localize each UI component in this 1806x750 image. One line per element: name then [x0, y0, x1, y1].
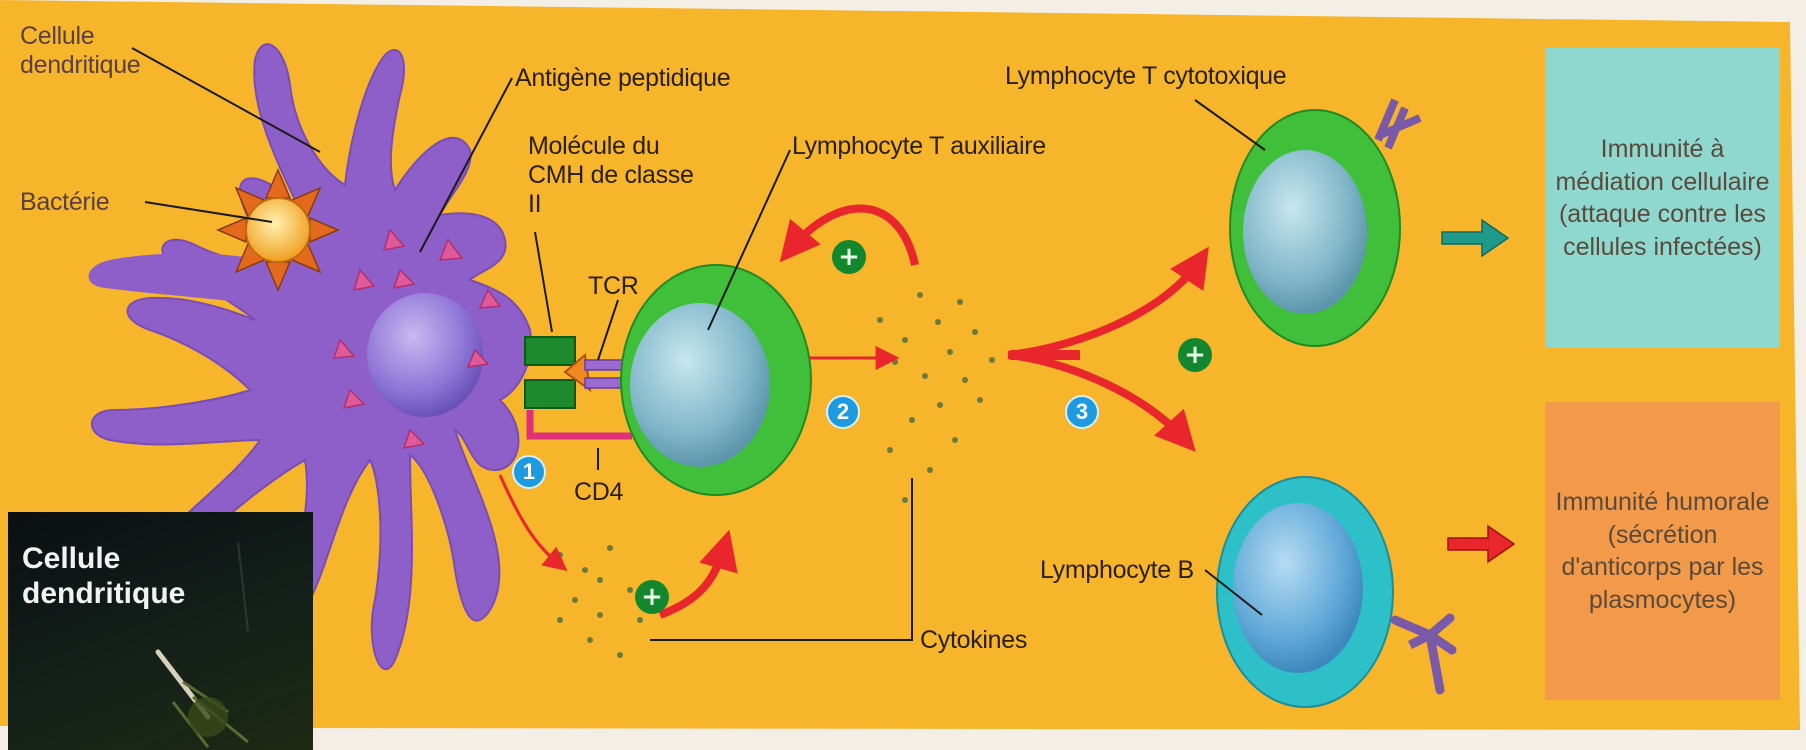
- step-3-badge: 3: [1065, 395, 1099, 429]
- label-mhc-molecule: Molécule du CMH de classe II: [528, 132, 703, 218]
- label-helper-t-cell: Lymphocyte T auxiliaire: [792, 132, 1046, 161]
- bacterium-icon: [218, 170, 338, 290]
- photo-caption: Cellule dendritique: [22, 542, 262, 611]
- label-cytokines: Cytokines: [920, 626, 1027, 655]
- step-2-badge: 2: [826, 395, 860, 429]
- step-1-badge: 1: [512, 455, 546, 489]
- humoral-immunity-text: Immunité humorale (sécrétion d'anticorps…: [1545, 486, 1780, 616]
- label-dendritic-cell: Cellule dendritique: [20, 22, 170, 80]
- label-tcr: TCR: [588, 272, 638, 301]
- dendritic-cell-photo: Cellule dendritique: [8, 512, 313, 750]
- label-cd4: CD4: [574, 478, 623, 507]
- label-peptide-antigen: Antigène peptidique: [515, 64, 730, 93]
- plus-badge: +: [832, 240, 866, 274]
- cellular-immunity-box: Immunité à médiation cellulaire (attaque…: [1545, 48, 1780, 348]
- label-cytotoxic-t-cell: Lymphocyte T cytotoxique: [1005, 62, 1286, 91]
- cellular-immunity-text: Immunité à médiation cellulaire (attaque…: [1545, 133, 1780, 263]
- dendritic-nucleus: [367, 293, 483, 417]
- humoral-immunity-box: Immunité humorale (sécrétion d'anticorps…: [1545, 402, 1780, 700]
- label-b-cell: Lymphocyte B: [1040, 556, 1194, 585]
- plus-badge: +: [635, 580, 669, 614]
- plus-badge: +: [1178, 338, 1212, 372]
- label-bacteria: Bactérie: [20, 188, 109, 217]
- helper-t-cell: [621, 265, 811, 495]
